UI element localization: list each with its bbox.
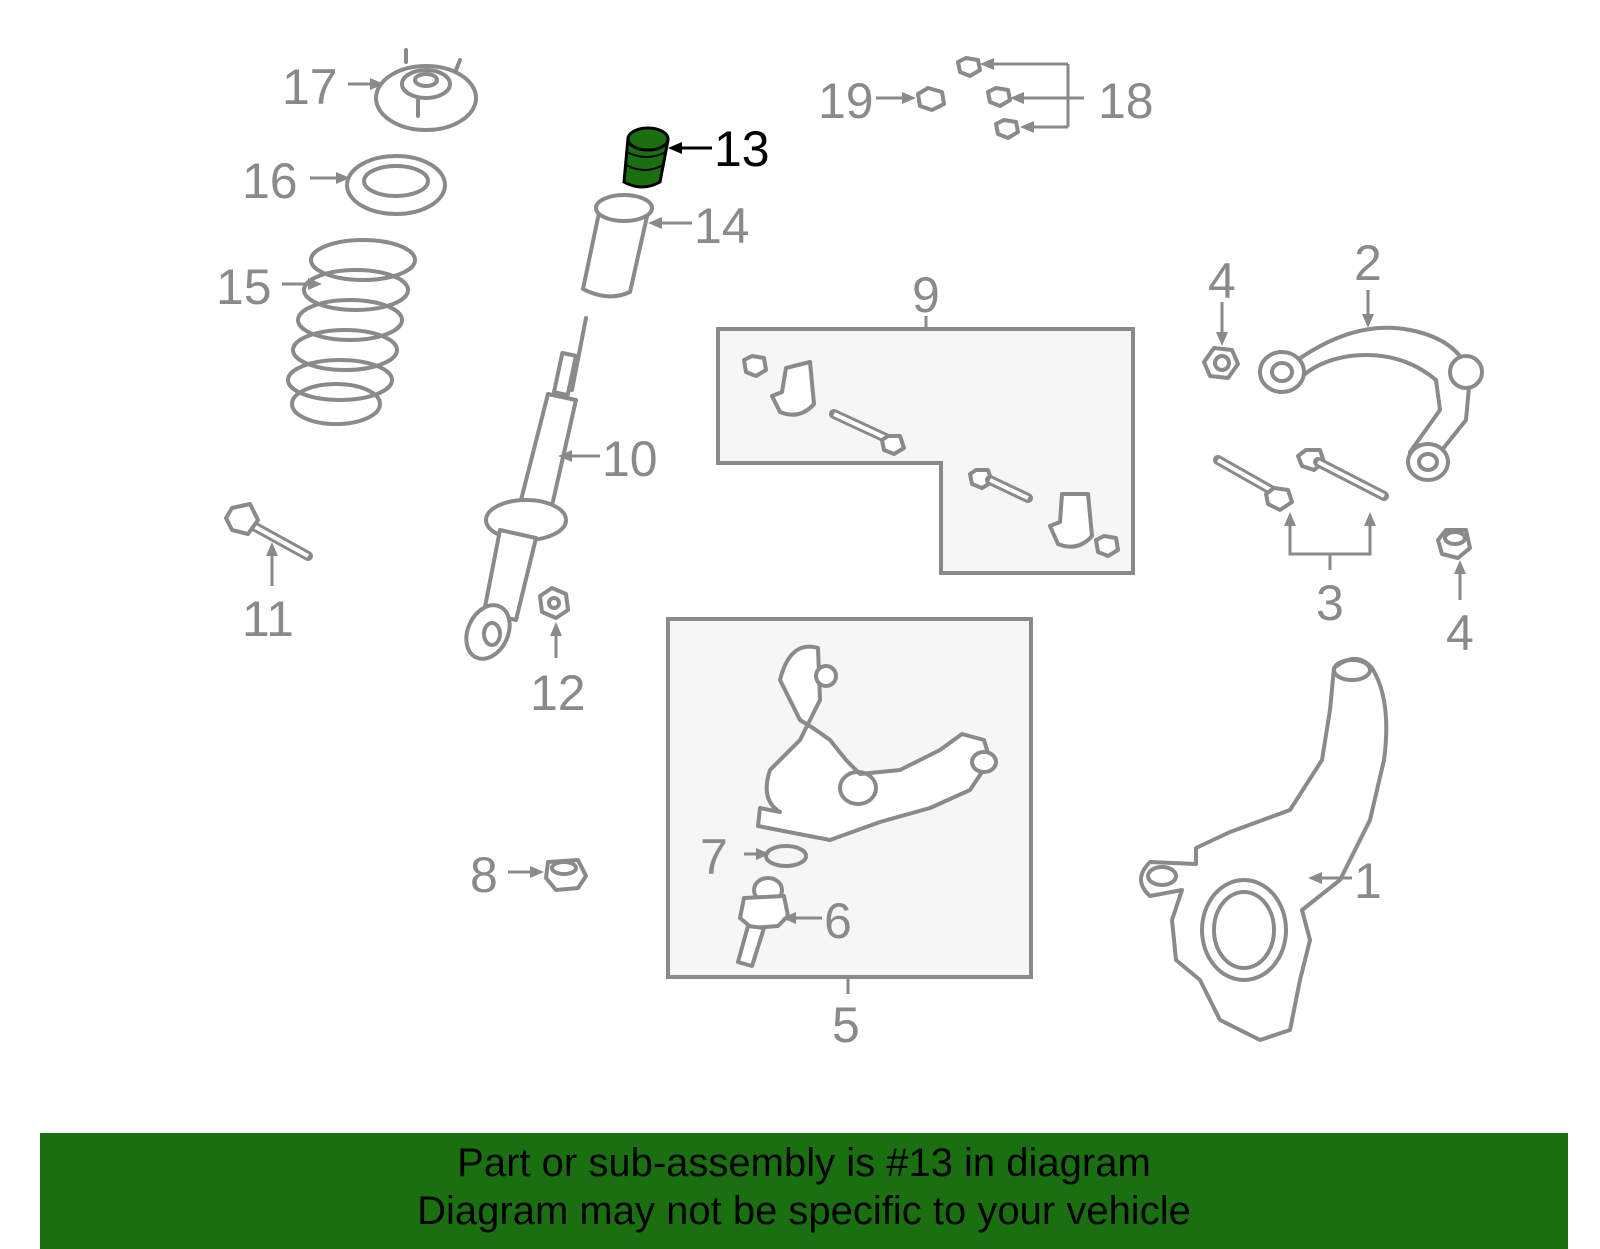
callout-1: 1 (1354, 853, 1382, 909)
callout-17: 17 (282, 59, 338, 115)
callout-2: 2 (1354, 235, 1382, 291)
banner-line-2: Diagram may not be specific to your vehi… (417, 1189, 1191, 1233)
part-15-coil-spring[interactable] (286, 238, 417, 426)
callout-18: 18 (1098, 73, 1154, 129)
callout-4-lower: 4 (1446, 605, 1474, 661)
part-5-lower-control-arm[interactable] (756, 644, 998, 842)
part-6-ball-joint[interactable] (736, 876, 790, 968)
group-box-9 (716, 327, 1135, 575)
callout-16: 16 (242, 153, 298, 209)
callout-11: 11 (242, 591, 294, 647)
part-8-nut[interactable] (544, 858, 588, 892)
callout-19: 19 (818, 73, 874, 129)
callout-9: 9 (912, 267, 940, 323)
part-2-upper-control-arm[interactable] (1258, 325, 1484, 482)
part-16-spring-seat[interactable] (345, 154, 447, 216)
callout-4-upper: 4 (1208, 253, 1236, 309)
part-4-nut-upper[interactable] (1202, 346, 1240, 380)
part-11-bolt[interactable] (224, 502, 313, 561)
callout-5: 5 (832, 997, 860, 1053)
part-13-bump-stop[interactable] (622, 126, 670, 189)
callout-8: 8 (470, 847, 498, 903)
part-14-dust-boot[interactable] (581, 193, 654, 299)
part-9-bolt-kit[interactable] (742, 354, 1120, 558)
callout-7: 7 (700, 829, 728, 885)
part-18-nuts[interactable] (956, 56, 1020, 140)
part-3-bolts[interactable] (1213, 448, 1389, 512)
banner-line-1: Part or sub-assembly is #13 in diagram (457, 1141, 1151, 1185)
callout-14: 14 (694, 198, 750, 254)
part-17-strut-mount[interactable] (374, 48, 478, 132)
callout-15: 15 (216, 259, 272, 315)
part-1-steering-knuckle[interactable] (1139, 657, 1389, 1042)
info-banner: Part or sub-assembly is #13 in diagram D… (40, 1133, 1568, 1249)
part-19-nut[interactable] (916, 86, 946, 112)
callout-6: 6 (824, 893, 852, 949)
part-4-nut-lower[interactable] (1436, 528, 1472, 560)
callout-12: 12 (530, 665, 586, 721)
callout-13: 13 (714, 121, 770, 177)
part-7-snap-ring[interactable] (764, 844, 808, 868)
leader-lines (266, 58, 1466, 994)
part-12-nut[interactable] (538, 586, 570, 620)
callout-3: 3 (1316, 575, 1344, 631)
part-10-shock-absorber[interactable] (458, 316, 588, 666)
callout-10: 10 (602, 431, 658, 487)
